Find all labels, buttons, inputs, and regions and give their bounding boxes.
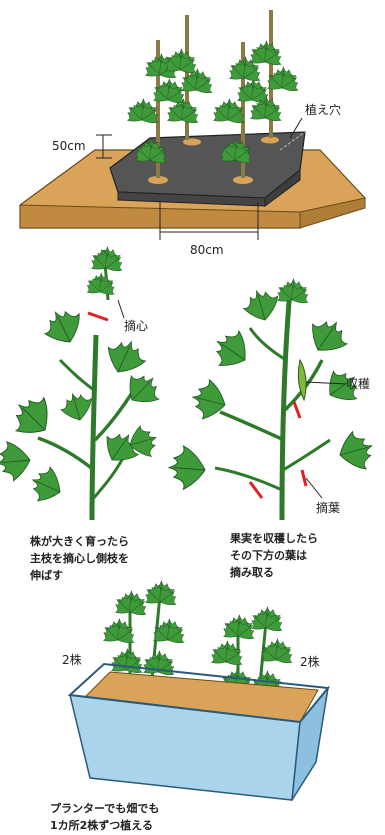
pinch-caption-line-1: 株が大きく育ったら	[30, 534, 129, 548]
harvest-caption-line-2: その下方の葉は	[230, 548, 307, 562]
planter-left-count: 2株	[62, 652, 82, 667]
harvest-label: 収穫	[346, 377, 370, 391]
pinch-plant-foliage	[0, 302, 167, 507]
pinch-caption-line-3: 伸ばす	[29, 568, 63, 582]
cut-mark	[294, 402, 300, 418]
hole-label: 植え穴	[305, 102, 341, 117]
width-label: 80cm	[190, 243, 224, 257]
planter-diagram: 2株 2株 プランターでも畑でも 1カ所2株ずつ植える	[50, 581, 328, 832]
pinch-leader-line	[118, 300, 124, 318]
harvest-caption-line-3: 摘み取る	[230, 565, 274, 579]
pinching-diagram: 摘心 株が大きく育ったら 主枝を摘心し側枝を 伸ばす	[0, 247, 167, 582]
planter-caption-line-1: プランターでも畑でも	[50, 801, 159, 815]
cut-mark	[302, 470, 306, 486]
main-stem	[92, 335, 96, 520]
height-label: 50cm	[52, 139, 86, 153]
cut-mark	[88, 313, 108, 320]
pinch-label: 摘心	[124, 318, 148, 333]
harvest-diagram: 収穫 摘葉 果実を収穫したら その下方の葉は 摘み取る	[169, 279, 379, 579]
planter-caption-line-2: 1カ所2株ずつ植える	[50, 818, 153, 832]
harvest-caption-line-1: 果実を収穫したら	[229, 531, 318, 545]
planting-bed-diagram: 植え穴 50cm 80cm	[20, 10, 365, 257]
planter-right-count: 2株	[300, 654, 320, 669]
leaf-removal-label: 摘葉	[316, 500, 340, 515]
leaf-removal-leader-line	[306, 478, 322, 498]
cut-mark	[250, 482, 262, 498]
pinch-caption-line-2: 主枝を摘心し側枝を	[30, 551, 129, 565]
